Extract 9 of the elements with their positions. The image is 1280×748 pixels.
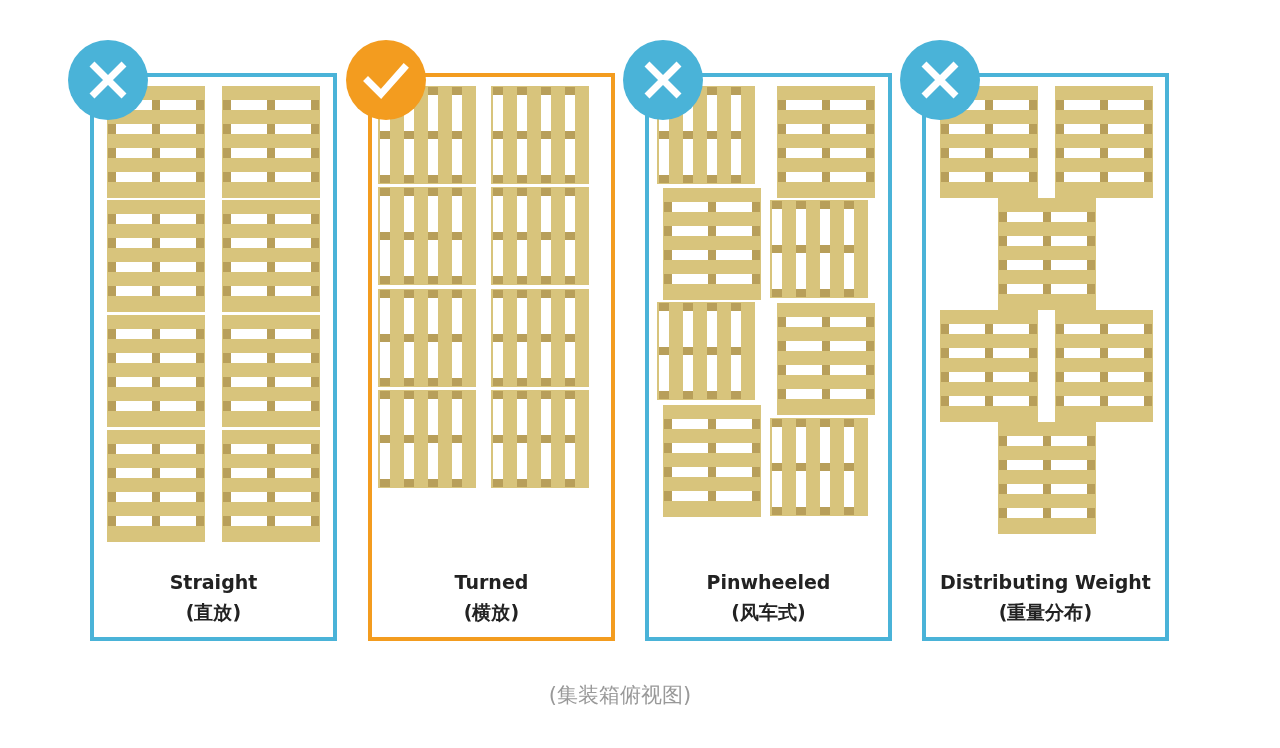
option-title: Turned	[454, 570, 529, 595]
caption: (集装箱俯视图)	[547, 682, 693, 709]
option-subtitle: (直放)	[185, 600, 242, 625]
option-subtitle: (横放)	[463, 600, 520, 625]
option-subtitle: (重量分布)	[998, 600, 1093, 625]
option-title: Pinwheeled	[706, 570, 831, 595]
option-subtitle: (风车式)	[731, 600, 806, 625]
option-title: Distributing Weight	[940, 570, 1151, 595]
option-title: Straight	[169, 570, 258, 595]
